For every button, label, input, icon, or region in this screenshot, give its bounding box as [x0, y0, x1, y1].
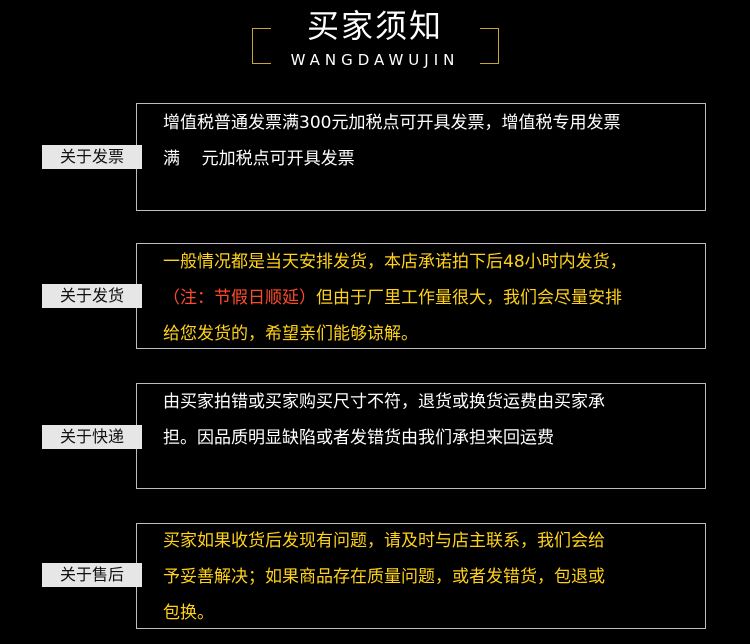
text-line-rest: 但由于厂里工作量很大，我们会尽量安排 [316, 288, 622, 308]
section-text: 一般情况都是当天安排发货，本店承诺拍下后48小时内发货， （注：节假日顺延）但由… [163, 244, 703, 352]
header: 买家须知 WANGDAWUJIN [0, 0, 750, 80]
text-line: 满 元加税点可开具发票 [163, 149, 355, 169]
text-line: 包换。 [163, 603, 214, 623]
page-subtitle: WANGDAWUJIN [290, 51, 460, 69]
text-line: 一般情况都是当天安排发货，本店承诺拍下后48小时内发货， [163, 252, 627, 272]
title-bracket-right [480, 28, 499, 64]
title-bracket-left [252, 28, 271, 64]
section-label: 关于发票 [42, 145, 142, 169]
section-text: 买家如果收货后发现有问题，请及时与店主联系，我们会给 予妥善解决；如果商品存在质… [163, 523, 703, 631]
section-text: 增值税普通发票满300元加税点可开具发票，增值税专用发票 满 元加税点可开具发票 [163, 105, 703, 177]
text-line: 增值税普通发票满300元加税点可开具发票，增值税专用发票 [163, 113, 621, 133]
section-label: 关于快递 [42, 425, 142, 449]
page-title: 买家须知 [306, 7, 443, 45]
text-line: 担。因品质明显缺陷或者发错货由我们承担来回运费 [163, 428, 554, 448]
text-line: 由买家拍错或买家购买尺寸不符，退货或换货运费由买家承 [163, 392, 605, 412]
text-line: 买家如果收货后发现有问题，请及时与店主联系，我们会给 [163, 531, 605, 551]
text-line: （注：节假日顺延）但由于厂里工作量很大，我们会尽量安排 [163, 280, 703, 316]
section-text: 由买家拍错或买家购买尺寸不符，退货或换货运费由买家承 担。因品质明显缺陷或者发错… [163, 384, 703, 456]
text-line: 予妥善解决；如果商品存在质量问题，或者发错货，包退或 [163, 567, 605, 587]
holiday-note: （注：节假日顺延） [163, 288, 316, 308]
section-label: 关于发货 [42, 284, 142, 308]
section-label: 关于售后 [42, 563, 142, 587]
text-line: 给您发货的，希望亲们能够谅解。 [163, 324, 418, 344]
